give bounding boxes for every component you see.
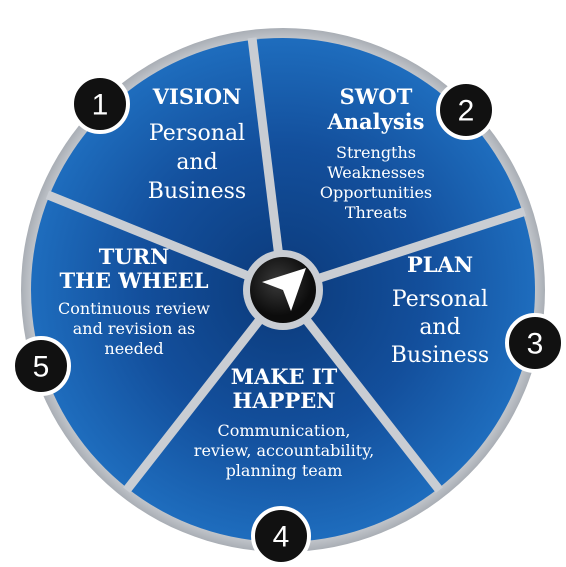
segment-5-description: and revision as [73, 319, 196, 338]
step-number: 2 [458, 95, 475, 128]
segment-3-description: Business [391, 343, 489, 368]
step-badge-circle [251, 506, 311, 566]
segment-divider [279, 287, 443, 493]
segment-2-description: Threats [345, 203, 407, 222]
segment-2-description: Weaknesses [327, 163, 425, 182]
segment-3-description: Personal [392, 287, 488, 312]
step-badge-circle [70, 74, 130, 134]
step-badge-circle [436, 80, 496, 140]
step-badge-5: 5 [11, 336, 71, 396]
step-badge-2: 2 [436, 80, 496, 140]
segment-1-description: and [176, 150, 217, 175]
wheel-segment-2 [283, 212, 535, 489]
step-badge-3: 3 [505, 313, 565, 373]
segment-1-description: Personal [149, 121, 245, 146]
segment-3-description: and [419, 315, 460, 340]
segment-2-title: SWOT [340, 84, 413, 109]
segment-4-description: review, accountability, [194, 441, 374, 460]
segment-1-description: Business [148, 179, 246, 204]
step-badge-1: 1 [70, 74, 130, 134]
segment-3-title: PLAN [407, 252, 473, 277]
segment-4-title: HAPPEN [233, 388, 336, 413]
segment-2-description: Strengths [336, 143, 416, 162]
segment-5-description: Continuous review [58, 299, 210, 318]
step-badge-circle [11, 336, 71, 396]
segment-divider [281, 207, 526, 295]
segment-4-title: MAKE IT [231, 364, 338, 389]
navigation-arrow-icon [262, 268, 306, 311]
step-number: 4 [273, 521, 290, 554]
segment-divider [123, 287, 287, 493]
segment-divider [45, 190, 285, 295]
wheel-segment-3 [127, 290, 439, 543]
wheel-segment-1 [252, 38, 523, 290]
step-badge-4: 4 [251, 506, 311, 566]
segment-5-title: TURN [99, 244, 170, 269]
segment-4-description: Communication, [217, 421, 350, 440]
segment-2-title: Analysis [327, 109, 425, 134]
step-number: 1 [92, 89, 109, 122]
segment-2-description: Opportunities [320, 183, 432, 202]
step-badge-circle [505, 313, 565, 373]
segment-1-title: VISION [152, 84, 242, 109]
segment-5-title: THE WHEEL [60, 268, 209, 293]
segment-4-description: planning team [226, 461, 343, 480]
segment-5-description: needed [104, 339, 163, 358]
segment-divider [247, 37, 288, 291]
step-number: 5 [33, 351, 50, 384]
step-number: 3 [527, 328, 544, 361]
wheel-segment-5 [49, 39, 283, 290]
